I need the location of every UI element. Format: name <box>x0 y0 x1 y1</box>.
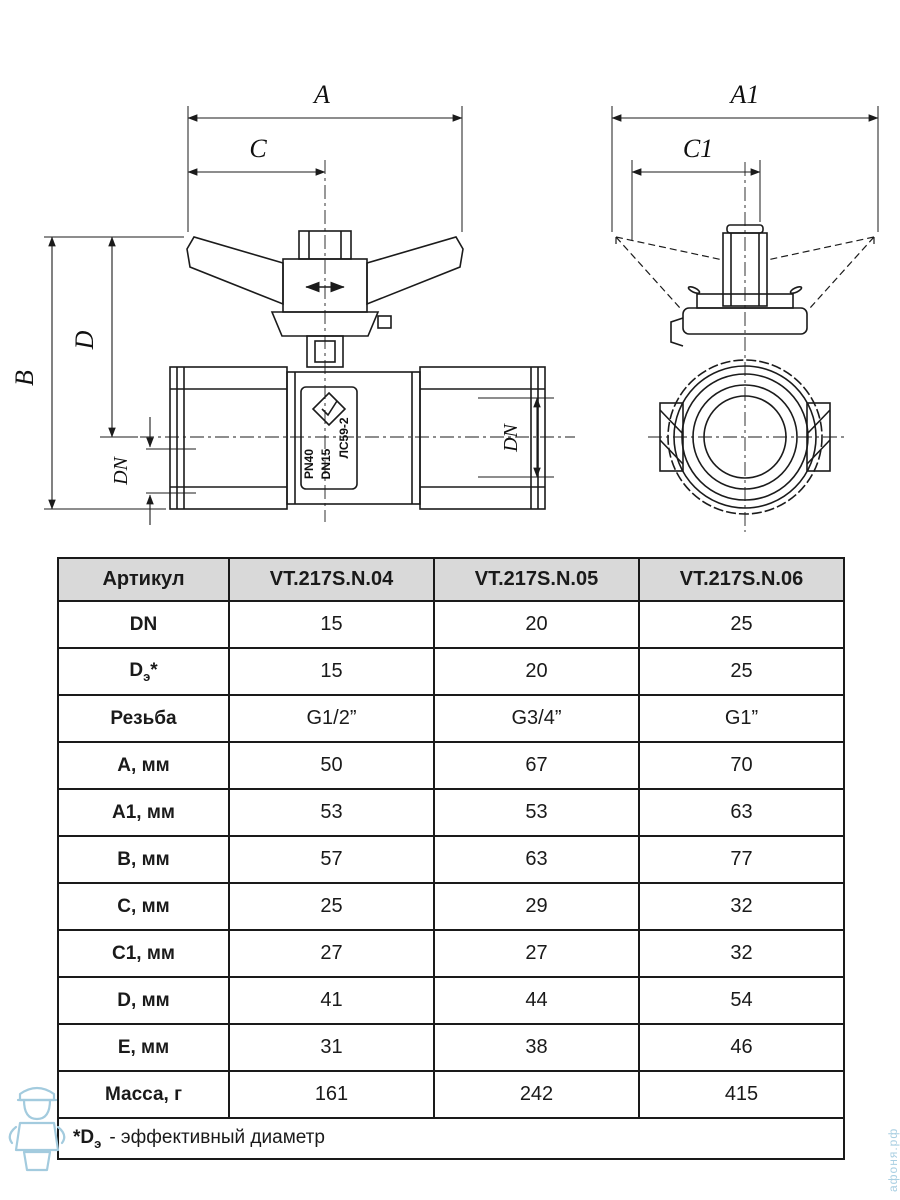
table-row-mass: Масса, г 161 242 415 <box>57 1070 845 1119</box>
row-value: 25 <box>638 600 845 649</box>
row-value: 63 <box>433 835 640 884</box>
dim-label-c: C <box>249 134 267 163</box>
valve-front-view <box>169 230 546 510</box>
row-value: G1/2” <box>228 694 435 743</box>
table-row-c1: C1, мм 27 27 32 <box>57 929 845 978</box>
row-value: 53 <box>228 788 435 837</box>
row-value: 32 <box>638 882 845 931</box>
row-value: 67 <box>433 741 640 790</box>
row-value: 20 <box>433 600 640 649</box>
row-value: 53 <box>433 788 640 837</box>
table-row-de: Dэ* 15 20 25 <box>57 647 845 696</box>
valve-side-view <box>615 224 875 515</box>
table-row-c: C, мм 25 29 32 <box>57 882 845 931</box>
dim-label-dn-right: DN <box>500 422 522 452</box>
row-value: 41 <box>228 976 435 1025</box>
plumber-mascot-watermark-icon <box>8 1086 66 1172</box>
row-label: B, мм <box>57 835 230 884</box>
row-value: 27 <box>433 929 640 978</box>
table-row-thread: Резьба G1/2” G3/4” G1” <box>57 694 845 743</box>
row-label: E, мм <box>57 1023 230 1072</box>
dim-label-c1: C1 <box>683 134 713 163</box>
row-value: 27 <box>228 929 435 978</box>
row-value: 38 <box>433 1023 640 1072</box>
row-value: 29 <box>433 882 640 931</box>
centerlines <box>140 160 845 532</box>
spec-table: Артикул VT.217S.N.04 VT.217S.N.05 VT.217… <box>57 557 845 1160</box>
dim-label-a1: A1 <box>729 80 760 109</box>
handle-hidden-outline <box>615 236 875 309</box>
row-value: G1” <box>638 694 845 743</box>
body-mark-pn: PN40 <box>302 449 316 479</box>
body-mark-alloy: ЛС59-2 <box>337 417 351 458</box>
dim-label-d: D <box>70 330 99 350</box>
table-footnote-row: *Dэ- эффективный диаметр <box>57 1117 845 1160</box>
dim-label-a: A <box>312 80 330 109</box>
body-mark-dn: DN15 <box>319 448 333 479</box>
table-row-b: B, мм 57 63 77 <box>57 835 845 884</box>
row-value: 161 <box>228 1070 435 1119</box>
row-value: 15 <box>228 647 435 696</box>
row-value: 63 <box>638 788 845 837</box>
row-label: Dэ* <box>57 647 230 696</box>
row-value: 50 <box>228 741 435 790</box>
footnote: *Dэ- эффективный диаметр <box>57 1117 845 1160</box>
column-header-model-06: VT.217S.N.06 <box>638 557 845 602</box>
row-value: 20 <box>433 647 640 696</box>
column-header-model-04: VT.217S.N.04 <box>228 557 435 602</box>
row-value: 77 <box>638 835 845 884</box>
row-label: Масса, г <box>57 1070 230 1119</box>
row-label: C, мм <box>57 882 230 931</box>
table-row-dn: DN 15 20 25 <box>57 600 845 649</box>
row-value: 54 <box>638 976 845 1025</box>
watermark-site: афоня.рф <box>886 1127 900 1192</box>
dim-label-b: B <box>10 370 39 386</box>
column-header-article: Артикул <box>57 557 230 602</box>
row-value: 70 <box>638 741 845 790</box>
row-label: Резьба <box>57 694 230 743</box>
table-row-a: A, мм 50 67 70 <box>57 741 845 790</box>
row-label: A, мм <box>57 741 230 790</box>
valve-technical-drawing: ЛС59-2 PN40 DN15 <box>10 80 879 532</box>
row-value: 25 <box>228 882 435 931</box>
brand-logo-icon <box>311 391 347 427</box>
row-value: 32 <box>638 929 845 978</box>
row-value: 25 <box>638 647 845 696</box>
table-row-d: D, мм 41 44 54 <box>57 976 845 1025</box>
table-row-e: E, мм 31 38 46 <box>57 1023 845 1072</box>
row-label: D, мм <box>57 976 230 1025</box>
row-label: C1, мм <box>57 929 230 978</box>
row-value: 31 <box>228 1023 435 1072</box>
dimension-lines <box>48 114 879 525</box>
row-label: A1, мм <box>57 788 230 837</box>
table-header-row: Артикул VT.217S.N.04 VT.217S.N.05 VT.217… <box>57 557 845 602</box>
row-value: 415 <box>638 1070 845 1119</box>
column-header-model-05: VT.217S.N.05 <box>433 557 640 602</box>
row-value: 15 <box>228 600 435 649</box>
row-value: 57 <box>228 835 435 884</box>
row-value: 44 <box>433 976 640 1025</box>
row-value: 46 <box>638 1023 845 1072</box>
table-row-a1: A1, мм 53 53 63 <box>57 788 845 837</box>
row-value: 242 <box>433 1070 640 1119</box>
dim-label-dn-left: DN <box>110 455 132 485</box>
row-value: G3/4” <box>433 694 640 743</box>
row-label: DN <box>57 600 230 649</box>
